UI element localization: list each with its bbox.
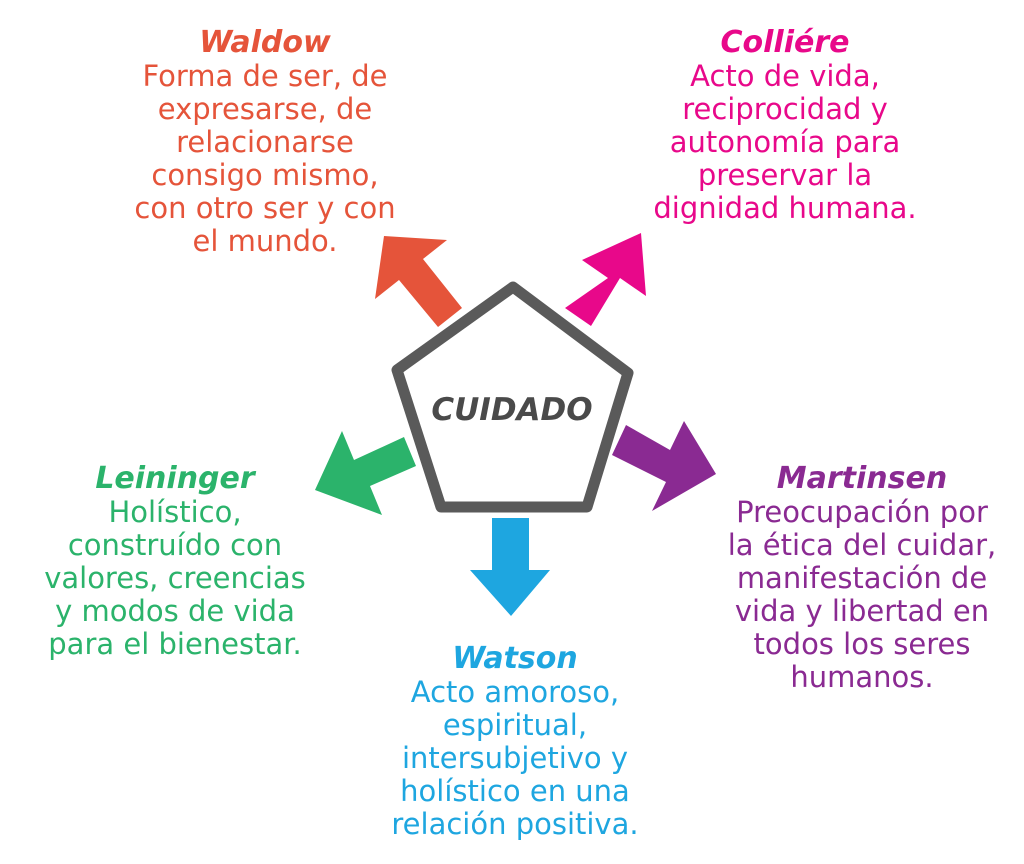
author-name-colliere: Colliére bbox=[720, 25, 850, 60]
desc-line: y modos de vida bbox=[55, 594, 295, 628]
desc-line: consigo mismo, bbox=[151, 158, 379, 192]
desc-line: holístico en una bbox=[400, 774, 630, 808]
arrow-watson bbox=[470, 518, 550, 616]
desc-line: humanos. bbox=[790, 660, 934, 694]
desc-line: todos los seres bbox=[753, 627, 971, 661]
arrow-colliere bbox=[565, 233, 646, 326]
desc-line: relacionarse bbox=[176, 125, 354, 159]
desc-line: la ética del cuidar, bbox=[727, 528, 997, 562]
desc-line: intersubjetivo y bbox=[401, 741, 629, 775]
desc-line: preservar la bbox=[697, 158, 873, 192]
center-label: CUIDADO bbox=[431, 392, 592, 428]
author-name-watson: Watson bbox=[452, 641, 578, 676]
author-block-waldow: Waldow Forma de ser, de expresarse, de r… bbox=[70, 26, 460, 258]
desc-line: manifestación de bbox=[736, 561, 988, 595]
author-block-leininger: Leininger Holístico, construído con valo… bbox=[10, 462, 340, 661]
desc-line: el mundo. bbox=[192, 224, 338, 258]
desc-line: Acto amoroso, bbox=[410, 675, 620, 709]
desc-line: dignidad humana. bbox=[653, 191, 917, 225]
arrow-waldow bbox=[375, 236, 462, 327]
arrow-leininger bbox=[315, 431, 416, 515]
desc-line: relación positiva. bbox=[391, 807, 639, 841]
desc-line: construído con bbox=[67, 528, 283, 562]
desc-line: autonomía para bbox=[669, 125, 901, 159]
author-name-martinsen: Martinsen bbox=[776, 461, 948, 496]
desc-line: vida y libertad en bbox=[734, 594, 990, 628]
desc-line: valores, creencias bbox=[44, 561, 306, 595]
desc-line: Forma de ser, de bbox=[142, 59, 388, 93]
author-block-martinsen: Martinsen Preocupación por la ética del … bbox=[704, 462, 1020, 694]
author-name-leininger: Leininger bbox=[95, 461, 255, 496]
author-block-watson: Watson Acto amoroso, espiritual, intersu… bbox=[360, 642, 670, 841]
center-pentagon bbox=[391, 281, 634, 513]
desc-line: Holístico, bbox=[108, 495, 242, 529]
author-name-waldow: Waldow bbox=[199, 25, 331, 60]
arrow-martinsen bbox=[612, 421, 716, 511]
desc-line: para el bienestar. bbox=[48, 627, 302, 661]
desc-line: expresarse, de bbox=[157, 92, 373, 126]
desc-line: con otro ser y con bbox=[134, 191, 396, 225]
desc-line: Preocupación por bbox=[736, 495, 988, 529]
author-block-colliere: Colliére Acto de vida, reciprocidad y au… bbox=[600, 26, 970, 225]
desc-line: espiritual, bbox=[442, 708, 588, 742]
desc-line: reciprocidad y bbox=[682, 92, 888, 126]
desc-line: Acto de vida, bbox=[690, 59, 880, 93]
